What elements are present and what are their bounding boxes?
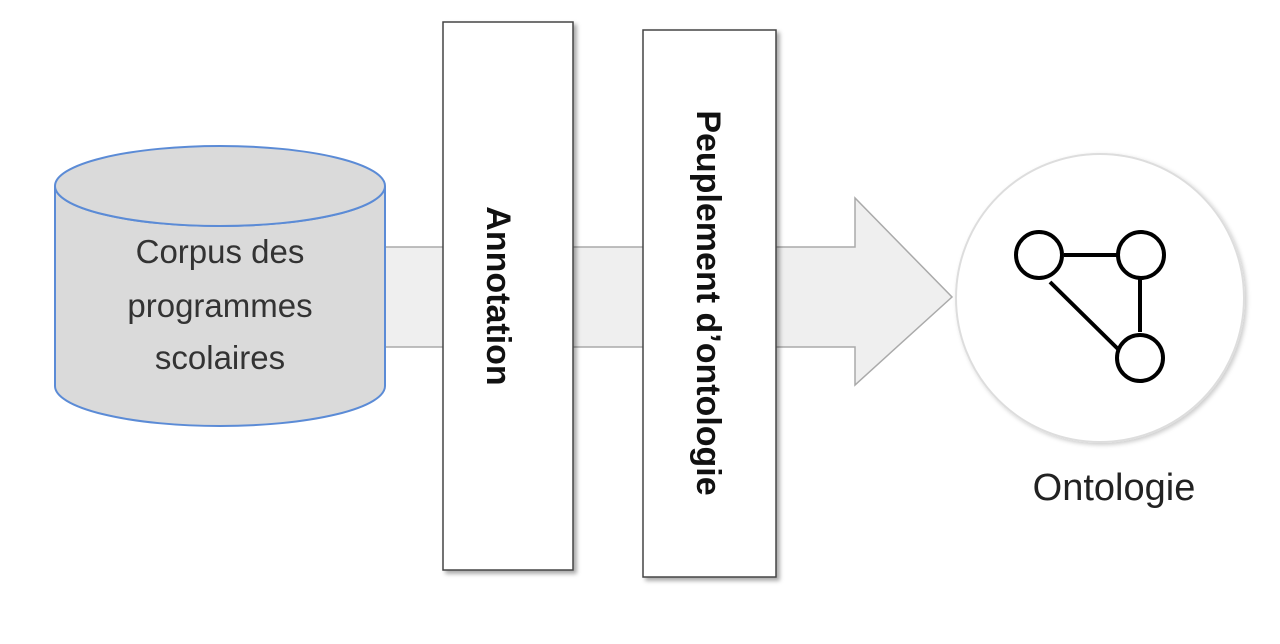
population-step: Peuplement d’ontologie — [642, 29, 777, 578]
graph-node-1 — [1014, 230, 1064, 280]
graph-icon — [1014, 230, 1166, 383]
graph-node-2 — [1116, 230, 1166, 280]
population-label: Peuplement d’ontologie — [689, 110, 727, 495]
corpus-database: Corpus des programmes scolaires — [54, 145, 386, 427]
corpus-label-line-3: scolaires — [155, 339, 285, 376]
ontology-circle — [955, 153, 1245, 443]
annotation-step: Annotation — [442, 21, 574, 571]
ontology-label: Ontologie — [1033, 467, 1196, 509]
cylinder-top — [54, 145, 386, 227]
annotation-box — [442, 21, 574, 571]
population-box — [642, 29, 777, 578]
annotation-label: Annotation — [479, 206, 517, 385]
graph-node-3 — [1115, 333, 1165, 383]
corpus-label-line-2: programmes — [127, 287, 312, 324]
corpus-label-line-1: Corpus des — [136, 233, 305, 270]
ontology-node: Ontologie — [955, 153, 1245, 509]
